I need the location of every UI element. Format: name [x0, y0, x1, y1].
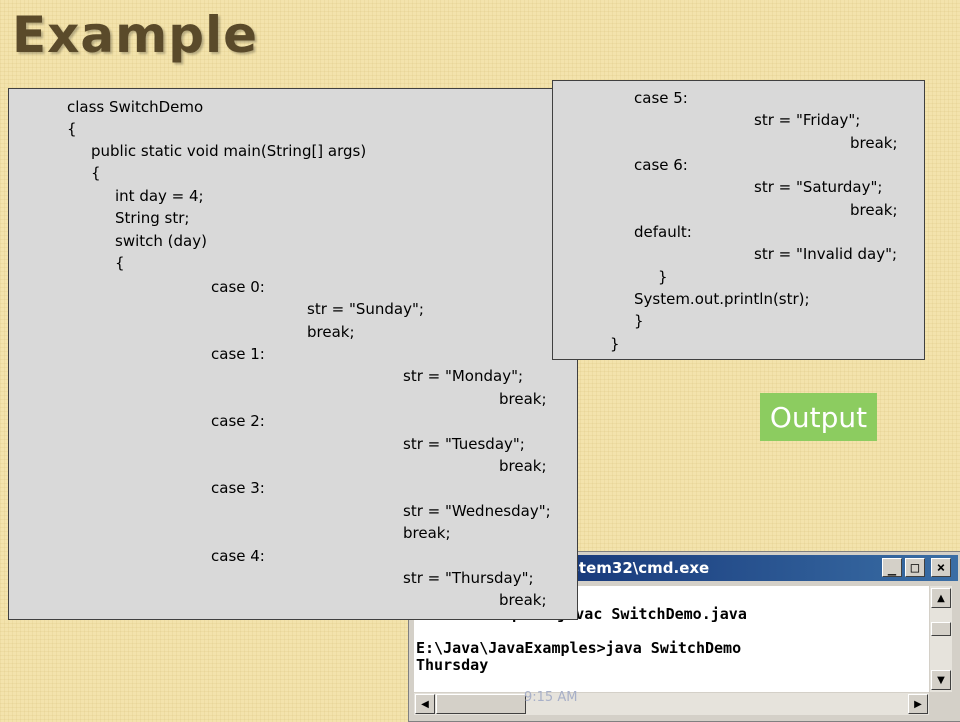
horizontal-scrollbar[interactable]: ◀ ▶ [414, 693, 929, 715]
output-label: Output [760, 393, 877, 441]
code-line: break; [850, 134, 898, 152]
code-line: { [115, 254, 125, 272]
code-line: break; [850, 201, 898, 219]
code-line: case 0: [211, 278, 265, 296]
code-line: case 2: [211, 412, 265, 430]
code-line: class SwitchDemo [67, 98, 204, 116]
code-line: break; [499, 591, 547, 609]
scroll-left-icon[interactable]: ◀ [415, 694, 435, 714]
code-line: case 3: [211, 479, 265, 497]
code-line: public static void main(String[] args) [91, 142, 367, 160]
code-line: break; [499, 457, 547, 475]
code-line: int day = 4; [115, 187, 204, 205]
timestamp: 9:15 AM [524, 690, 578, 705]
code-line: str = "Friday"; [754, 111, 861, 129]
cmd-title: stem32\cmd.exe [570, 559, 710, 577]
scroll-up-icon[interactable]: ▲ [931, 588, 951, 608]
minimize-button[interactable]: _ [882, 558, 902, 577]
code-line: switch (day) [115, 232, 207, 250]
code-line: str = "Tuesday"; [403, 435, 525, 453]
code-line: System.out.println(str); [634, 290, 810, 308]
code-line: } [634, 312, 644, 330]
close-button[interactable]: × [931, 558, 951, 577]
scroll-right-icon[interactable]: ▶ [908, 694, 928, 714]
code-line: String str; [115, 209, 190, 227]
scroll-down-icon[interactable]: ▼ [931, 670, 951, 690]
code-line: case 4: [211, 547, 265, 565]
code-line: } [658, 268, 668, 286]
maximize-button[interactable]: □ [905, 558, 925, 577]
console-line: E:\Java\JavaExamples>java SwitchDemo [416, 639, 742, 657]
code-line: break; [499, 390, 547, 408]
code-line: case 1: [211, 345, 265, 363]
code-line: str = "Monday"; [403, 367, 524, 385]
code-line: case 6: [634, 156, 688, 174]
code-line: } [610, 335, 620, 353]
code-line: { [91, 164, 101, 182]
vertical-scrollbar[interactable]: ▲ ▼ [930, 586, 952, 692]
code-line: str = "Sunday"; [307, 300, 424, 318]
code-line: break; [307, 323, 355, 341]
vertical-scroll-thumb[interactable] [931, 622, 951, 636]
code-panel-left: class SwitchDemo { public static void ma… [8, 88, 578, 620]
code-line: default: [634, 223, 692, 241]
code-line: str = "Thursday"; [403, 569, 534, 587]
code-line: break; [403, 524, 451, 542]
code-line: { [67, 120, 77, 138]
horizontal-scroll-thumb[interactable] [436, 694, 526, 714]
slide-title: Example [12, 6, 259, 64]
code-line: str = "Wednesday"; [403, 502, 551, 520]
code-panel-right: case 5: str = "Friday"; break; case 6: s… [552, 80, 925, 360]
code-line: str = "Invalid day"; [754, 245, 898, 263]
code-line: case 5: [634, 89, 688, 107]
code-line: str = "Saturday"; [754, 178, 883, 196]
console-line: Thursday [416, 656, 489, 674]
